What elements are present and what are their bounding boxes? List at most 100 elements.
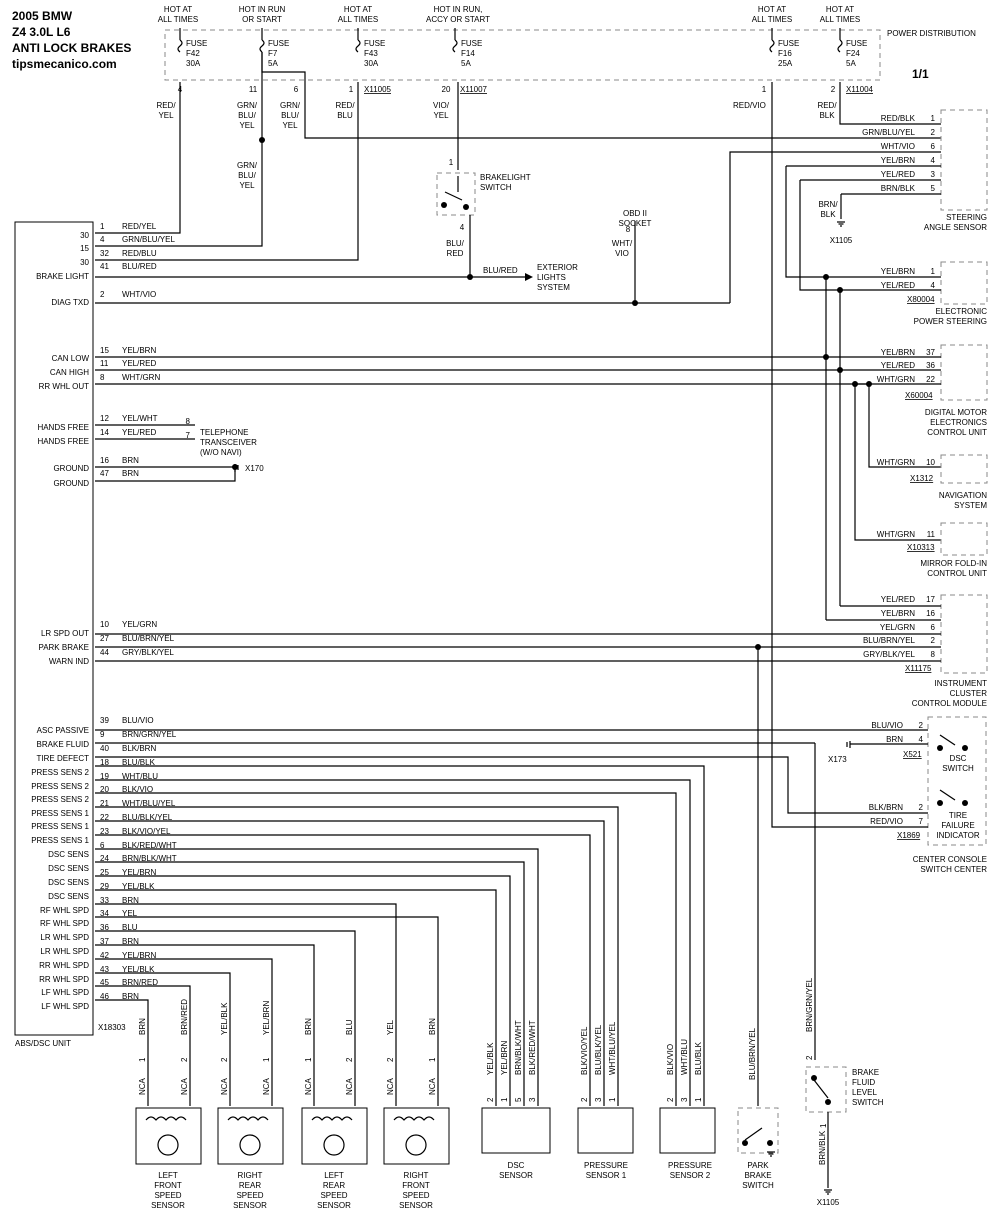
splice-dot (632, 300, 638, 306)
abs-pin-function: PRESS SENS 2 (31, 782, 89, 791)
wire (95, 806, 619, 1106)
label: BLK (819, 111, 835, 120)
label: 8 (931, 650, 936, 659)
abs-pin-number: 2 (100, 290, 105, 299)
switch-contact (939, 789, 956, 801)
fuse-label: 30A (364, 59, 379, 68)
label: INSTRUMENT (935, 679, 988, 688)
wire-color: RED/YEL (122, 222, 157, 231)
label: WHT/GRN (877, 458, 915, 467)
nca-label: NCA (220, 1077, 229, 1095)
brake-fluid-level-switch (805, 1066, 847, 1113)
label: 16 (926, 609, 935, 618)
splice-dot (441, 202, 447, 208)
abs-pin-number: 20 (100, 785, 109, 794)
label: GRN/BLU/YEL (862, 128, 915, 137)
abs-pin-number: 41 (100, 262, 109, 271)
hot-label: ALL TIMES (820, 15, 860, 24)
wire-color: YEL/BRN (262, 1001, 271, 1035)
fuse-label: 5A (268, 59, 278, 68)
abs-pin-function: GROUND (53, 479, 89, 488)
abs-pin-function: PRESS SENS 1 (31, 822, 89, 831)
label: CONTROL UNIT (927, 428, 987, 437)
connector-id: X11007 (460, 85, 488, 94)
pin-number: 2 (220, 1057, 229, 1062)
wire (854, 384, 941, 541)
abs-pin-number: 14 (100, 428, 109, 437)
abs-pin-function: DIAG TXD (51, 298, 89, 307)
label: BRAKE (852, 1068, 879, 1077)
wire (95, 999, 149, 1106)
fuse-label: F7 (268, 49, 278, 58)
abs-pin-function: RR WHL SPD (39, 975, 89, 984)
wheel-speed-sensor (301, 1107, 368, 1165)
wire-color: BRN (122, 937, 139, 946)
abs-pin-function: LF WHL SPD (41, 988, 89, 997)
label: 2 (919, 721, 924, 730)
wire-color: BRN/GRN/YEL (122, 730, 177, 739)
sensor-coil-icon (145, 1116, 187, 1121)
label: WHT/GRN (877, 375, 915, 384)
label: SWITCH CENTER (920, 865, 987, 874)
abs-pin-function: ASC PASSIVE (37, 726, 89, 735)
pin-number: 3 (594, 1097, 603, 1102)
label: BRN/ (818, 200, 838, 209)
abs-pin-function: PRESS SENS 2 (31, 768, 89, 777)
wire-color: YEL/GRN (122, 620, 157, 629)
dsc-sensor (481, 1107, 551, 1154)
wire-color: WHT/GRN (122, 373, 160, 382)
page-number: 1/1 (912, 67, 929, 81)
fuse-label: 25A (778, 59, 793, 68)
label: BLU/ (446, 239, 465, 248)
abs-pin-number: 36 (100, 923, 109, 932)
splice-dot (937, 745, 943, 751)
label: 1 (931, 114, 936, 123)
label: LEVEL (852, 1088, 877, 1097)
site-name: tipsmecanico.com (12, 57, 117, 71)
dme-control-unit (940, 344, 988, 401)
wire-color: BLK/RED/WHT (122, 841, 177, 850)
label: CONTROL MODULE (912, 699, 987, 708)
wire-color: BRN (428, 1018, 437, 1035)
instrument-cluster (940, 594, 988, 674)
pin-number: 20 (442, 85, 451, 94)
abs-pin-function: RR WHL SPD (39, 961, 89, 970)
fuse-label: FUSE (778, 39, 799, 48)
label: 6 (931, 623, 936, 632)
label: FLUID (852, 1078, 875, 1087)
label: BLU/RED (483, 266, 518, 275)
steering-angle-sensor (940, 109, 988, 211)
abs-pin-number: 29 (100, 882, 109, 891)
wire-color: BLK/VIO (122, 785, 153, 794)
hot-label: OR START (242, 15, 282, 24)
label: X1869 (897, 831, 921, 840)
wire-color: WHT/BLU/YEL (608, 1021, 617, 1075)
switch-contact (939, 734, 956, 746)
label: DIGITAL MOTOR (925, 408, 987, 417)
abs-pin-function: LR WHL SPD (40, 933, 89, 942)
hot-label: ALL TIMES (338, 15, 378, 24)
label: BRN (886, 735, 903, 744)
wire-color: BLU/VIO (122, 716, 154, 725)
sensor-label: SENSOR (317, 1201, 351, 1210)
label: DSC (950, 754, 967, 763)
wire-color: BRN/BLK/WHT (122, 854, 177, 863)
label: 10 (926, 458, 935, 467)
wire-color: BLU/BLK/YEL (594, 1024, 603, 1075)
label: RED/ (156, 101, 176, 110)
abs-pin-function: BRAKE LIGHT (36, 272, 89, 281)
label: 11 (927, 530, 936, 539)
wire-color: BLK/VIO (666, 1044, 675, 1075)
label: ELECTRONICS (930, 418, 987, 427)
abs-pin-function: WARN IND (49, 657, 89, 666)
pin-number: 1 (304, 1057, 313, 1062)
label: RED/ (817, 101, 837, 110)
label: BLU/ (238, 111, 257, 120)
wheel-speed-sensor (135, 1107, 202, 1165)
fuse-icon (452, 39, 458, 53)
wire (799, 180, 840, 291)
fuse-icon (769, 39, 775, 53)
abs-pin-function: CAN HIGH (50, 368, 89, 377)
label: EXTERIOR (537, 263, 578, 272)
